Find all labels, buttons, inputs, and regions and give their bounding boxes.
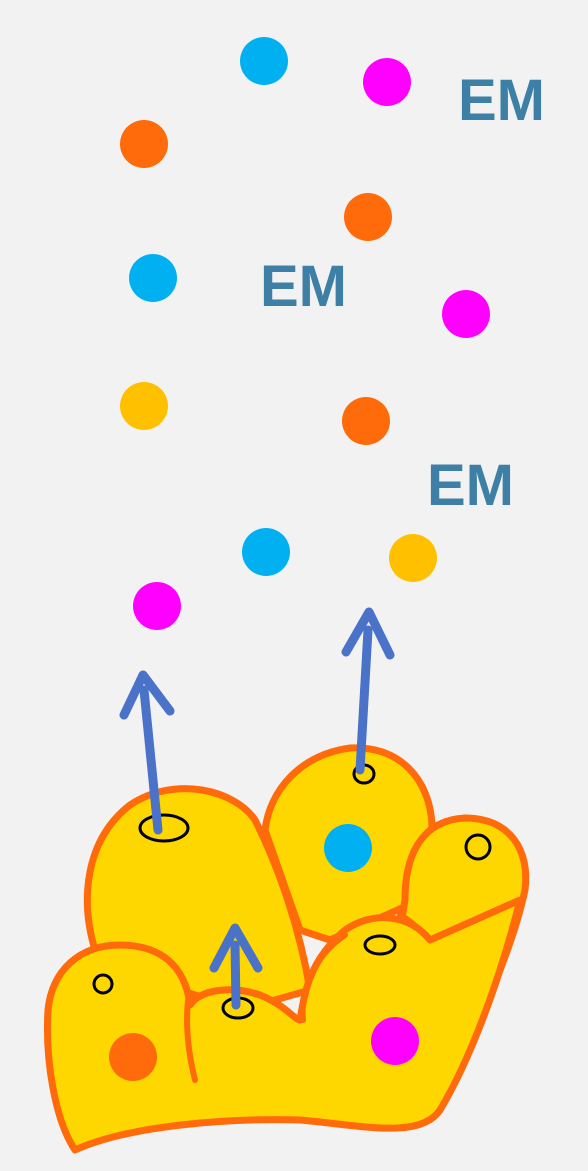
particle-blue	[240, 37, 288, 85]
cell-fold-line-right	[397, 912, 433, 943]
pore-base-left	[92, 973, 114, 995]
particle-orange	[120, 120, 168, 168]
particle-orange	[342, 397, 390, 445]
particle-gold	[120, 382, 168, 430]
pore-left	[138, 813, 190, 843]
release-arrow-lower	[209, 923, 263, 1010]
cell-fold-line-left	[184, 997, 198, 1083]
release-arrows	[119, 607, 395, 1010]
particle-magenta	[442, 290, 490, 338]
particle-blue-inside	[324, 824, 372, 872]
release-arrow-right	[341, 607, 395, 775]
pore-center	[363, 934, 397, 956]
particle-orange-inside	[109, 1033, 157, 1081]
em-label-middle: EM	[260, 254, 347, 319]
particle-magenta	[363, 58, 411, 106]
particle-magenta-inside	[371, 1017, 419, 1065]
particle-blue	[129, 254, 177, 302]
released-particles	[120, 37, 490, 630]
particle-orange	[344, 193, 392, 241]
particle-gold	[389, 534, 437, 582]
particle-blue	[242, 528, 290, 576]
pore-right	[464, 833, 492, 861]
em-label-lower-right: EM	[427, 453, 514, 518]
release-arrow-left	[119, 670, 175, 835]
cell-fold-line-middle	[299, 932, 348, 1023]
em-label-top-right: EM	[458, 68, 545, 133]
cell-cluster	[44, 744, 530, 1154]
particle-magenta	[133, 582, 181, 630]
